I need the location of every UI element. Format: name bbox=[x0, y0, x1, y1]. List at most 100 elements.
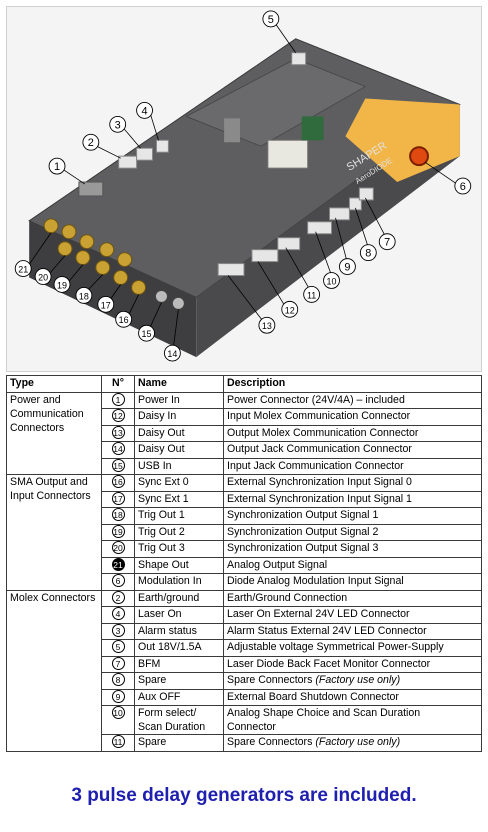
table-header-row: Type N° Name Description bbox=[6, 375, 482, 393]
connector-name: USB In bbox=[138, 459, 172, 472]
connector-name-cell: Daisy Out bbox=[134, 441, 224, 459]
power-in-connector bbox=[78, 181, 104, 197]
number-circle: 4 bbox=[111, 607, 125, 620]
connector-name-cell: BFM bbox=[134, 655, 224, 673]
table-row: 12 Daisy In Input Molex Communication Conn… bbox=[7, 408, 482, 426]
pcb-window bbox=[301, 116, 324, 141]
callout-21: 21 bbox=[18, 265, 28, 275]
connector-name: Laser On bbox=[138, 608, 182, 620]
description-text: Output Jack Communication Connector bbox=[227, 443, 412, 455]
connector-name: Trig Out 3 bbox=[138, 542, 185, 554]
connector-name: Sync Ext 1 bbox=[138, 492, 189, 505]
connector-number-cell: 5 bbox=[101, 639, 135, 657]
component-a bbox=[224, 118, 241, 143]
connector-name-cell: Aux OFF bbox=[134, 688, 224, 706]
connector-description: Analog Output Signal bbox=[227, 558, 478, 572]
connector-description: Alarm Status External 24V LED Connector bbox=[227, 624, 478, 638]
connector-description-cell: Alarm Status External 24V LED Connector bbox=[223, 622, 482, 640]
number-circle: 15 bbox=[111, 458, 125, 472]
connector-number-cell: 15 bbox=[101, 457, 135, 475]
connector-description: Laser Diode Back Facet Monitor Connector bbox=[227, 657, 478, 671]
connector-name-cell: Out 18V/1.5A bbox=[134, 639, 224, 657]
connector-number-cell: 20 bbox=[101, 540, 135, 558]
molex-4 bbox=[155, 139, 169, 153]
connector-name: Modulation In bbox=[138, 575, 202, 587]
connector-number-cell: 12 bbox=[101, 408, 135, 426]
connector-number-cell: 19 bbox=[101, 523, 135, 541]
connector-name: Aux OFF bbox=[138, 690, 181, 703]
connector-description: Input Molex Communication Connector bbox=[227, 409, 478, 423]
connector-name: Out 18V/1.5A bbox=[138, 641, 202, 653]
description-text: Alarm Status External 24V LED Connector bbox=[227, 624, 427, 637]
heat-block bbox=[345, 98, 460, 183]
connector-name-cell: Power In bbox=[134, 391, 224, 409]
connector-description-cell: Synchronization Output Signal 2 bbox=[223, 523, 482, 541]
connector-number-cell: 11 bbox=[101, 734, 135, 752]
connector-number-cell: 2 bbox=[101, 589, 135, 607]
description-text: Diode Analog Modulation Input Signal bbox=[227, 575, 404, 587]
connector-number-cell: 13 bbox=[101, 424, 135, 442]
connector-description: Output Molex Communication Connector bbox=[227, 426, 478, 440]
connector-description-cell: Synchronization Output Signal 1 bbox=[223, 507, 482, 525]
connector-description-cell: Diode Analog Modulation Input Signal bbox=[223, 573, 482, 591]
description-text: Analog Shape Choice and Scan Duration bbox=[227, 707, 421, 719]
connector-description: Adjustable voltage Symmetrical Power-Sup… bbox=[227, 640, 478, 654]
connector-name: Daisy Out bbox=[138, 426, 185, 439]
callout-14: 14 bbox=[167, 349, 177, 359]
number-circle: 8 bbox=[111, 673, 125, 686]
molex-10 bbox=[307, 221, 333, 235]
connector-description: Synchronization Output Signal 1 bbox=[227, 508, 478, 522]
number-circle: 1 bbox=[111, 392, 125, 406]
connector-name-cell: Spare bbox=[134, 672, 224, 690]
connector-number-cell: 14 bbox=[101, 441, 135, 459]
number-circle: 9 bbox=[111, 689, 125, 703]
connector-name-cell: Alarm status bbox=[134, 622, 224, 640]
connector-description: Power Connector (24V/4A) – included bbox=[227, 393, 478, 407]
connector-name: Shape Out bbox=[138, 558, 189, 571]
connector-name: Power In bbox=[138, 393, 180, 406]
connector-table: Type N° Name Description Power and Commu… bbox=[6, 375, 482, 752]
connector-name-cell: Modulation In bbox=[134, 573, 224, 591]
molex-3 bbox=[136, 147, 153, 161]
connector-name: Alarm status bbox=[138, 624, 197, 637]
connector-description-cell: Input Molex Communication Connector bbox=[223, 408, 482, 426]
number-circle: 12 bbox=[111, 409, 125, 422]
connector-description: Diode Analog Modulation Input Signal bbox=[227, 574, 478, 588]
number-circle: 20 bbox=[111, 541, 125, 554]
callout-17: 17 bbox=[101, 300, 111, 310]
connector-name-line2: Scan Duration bbox=[138, 721, 206, 733]
connector-name: Earth/ground bbox=[138, 591, 200, 604]
description-text: Analog Output Signal bbox=[227, 558, 328, 571]
number-circle: 14 bbox=[111, 442, 125, 455]
connector-description-cell: Output Molex Communication Connector bbox=[223, 424, 482, 442]
callout-13: 13 bbox=[262, 321, 272, 331]
description-text: Input Molex Communication Connector bbox=[227, 410, 411, 422]
number-circle: 13 bbox=[111, 425, 125, 439]
connector-name: Daisy Out bbox=[138, 443, 185, 455]
table-row: 5 Out 18V/1.5A Adjustable voltage Symmetri… bbox=[7, 639, 482, 657]
connector-number-cell: 8 bbox=[101, 672, 135, 690]
sma-connectors bbox=[43, 218, 147, 295]
connector-type-cell: SMA Output and Input Connectors bbox=[6, 474, 102, 591]
connector-description-cell: Output Jack Communication Connector bbox=[223, 441, 482, 459]
connector-number-cell: 7 bbox=[101, 655, 135, 673]
number-circle: 6 bbox=[111, 574, 125, 587]
connector-name: Daisy In bbox=[138, 410, 177, 422]
connector-description: Synchronization Output Signal 3 bbox=[227, 541, 478, 555]
description-note: (Factory use only) bbox=[315, 736, 401, 748]
molex-7 bbox=[358, 187, 374, 201]
connector-description-cell: External Synchronization Input Signal 1 bbox=[223, 490, 482, 508]
molex-2 bbox=[118, 155, 138, 169]
connector-name-cell: Earth/ground bbox=[134, 589, 224, 607]
inductor bbox=[267, 139, 309, 169]
number-circle: 5 bbox=[111, 640, 125, 653]
connector-description: External Synchronization Input Signal 1 bbox=[227, 492, 478, 506]
connector-name-cell: Trig Out 2 bbox=[134, 523, 224, 541]
callout-2: 2 bbox=[88, 137, 94, 149]
table-row: 20 Trig Out 3 Synchronization Output Signa… bbox=[7, 540, 482, 558]
